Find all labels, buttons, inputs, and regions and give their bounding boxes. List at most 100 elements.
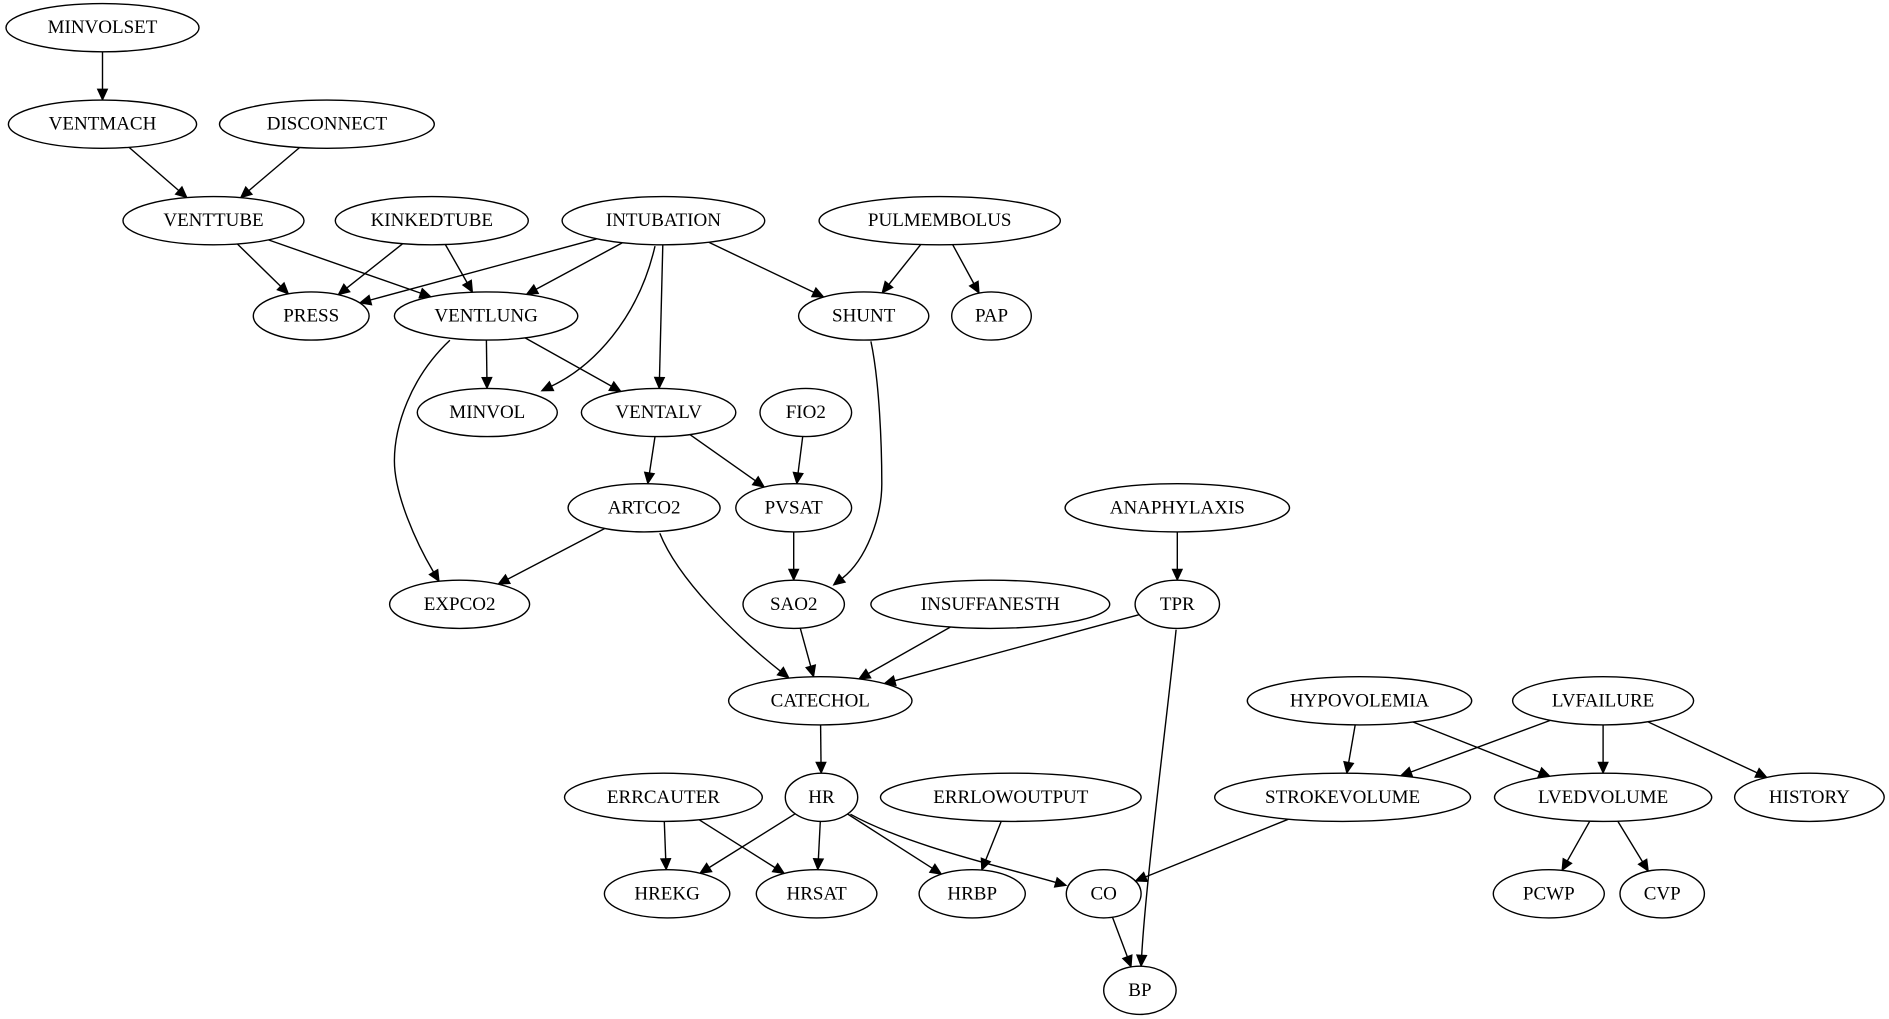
node-ellipse [334, 195, 529, 246]
arrowhead-icon [525, 283, 540, 295]
node-ventlung: VENTLUNG [393, 291, 579, 341]
node-bp: BP [1103, 965, 1177, 1016]
edge-line [659, 532, 781, 672]
node-shunt: SHUNT [797, 291, 930, 341]
node-ellipse [1492, 869, 1606, 919]
arrowhead-icon [968, 280, 980, 295]
node-label: INTUBATION [606, 210, 721, 231]
node-ellipse [1064, 482, 1291, 533]
edge-ventalv-to-pvsat [689, 434, 766, 488]
node-strokevolume: STROKEVOLUME [1213, 772, 1472, 823]
node-ellipse [951, 291, 1033, 341]
arrowhead-icon [810, 286, 825, 298]
arrowhead-icon [481, 376, 493, 390]
node-ellipse [603, 869, 731, 919]
arrowhead-icon [608, 380, 623, 393]
arrowhead-icon [805, 664, 817, 678]
arrowhead-icon [540, 380, 555, 392]
node-label: HREKG [634, 883, 700, 904]
edge-intubation-to-press [358, 238, 597, 306]
arrowhead-icon [428, 568, 440, 583]
node-label: DISCONNECT [267, 114, 388, 135]
edge-line [248, 147, 300, 192]
edge-shunt-to-sao2 [832, 341, 883, 586]
edge-ventlung-to-ventalv [524, 337, 623, 393]
edge-line [1141, 629, 1177, 956]
node-label: VENTLUNG [434, 306, 538, 327]
node-ellipse [567, 482, 721, 533]
edge-line [128, 146, 180, 192]
edge-hr-to-co [850, 813, 1068, 888]
edge-line [708, 241, 815, 293]
node-minvol: MINVOL [416, 387, 558, 438]
arrowhead-icon [1135, 954, 1148, 968]
edge-ventlung-to-minvol [481, 340, 493, 390]
edge-line [1566, 820, 1591, 862]
node-ellipse [1619, 869, 1706, 919]
node-label: ARTCO2 [608, 497, 681, 518]
node-ellipse [755, 869, 878, 919]
arrowhead-icon [792, 471, 804, 485]
arrowhead-icon [1053, 876, 1068, 888]
arrowhead-icon [1121, 954, 1133, 969]
edge-line [952, 244, 975, 284]
node-hrekg: HREKG [603, 869, 731, 919]
node-pcwp: PCWP [1492, 869, 1606, 919]
node-label: ANAPHYLAXIS [1110, 497, 1245, 518]
node-history: HISTORY [1733, 772, 1885, 823]
arrowhead-icon [1171, 568, 1184, 582]
node-ellipse [759, 387, 853, 438]
arrowhead-icon [1637, 858, 1649, 873]
arrowhead-icon [659, 857, 672, 871]
edge-line [841, 341, 883, 579]
edge-line [658, 244, 664, 378]
edge-line [1145, 818, 1289, 878]
arrowhead-icon [857, 668, 872, 680]
node-label: PAP [975, 306, 1008, 327]
edge-artco2-to-catechol [659, 532, 790, 679]
edge-line [799, 628, 812, 667]
node-label: SAO2 [770, 594, 818, 615]
arrowhead-icon [881, 280, 894, 294]
node-label: TPR [1160, 594, 1195, 615]
arrowhead-icon [832, 573, 847, 586]
arrowhead-icon [337, 283, 351, 296]
edge-intubation-to-ventalv [653, 244, 666, 390]
node-label: LVEDVOLUME [1538, 787, 1668, 808]
edge-errcauter-to-hrsat [698, 819, 786, 875]
arrowhead-icon [787, 568, 800, 582]
edge-line [444, 244, 468, 283]
edge-lvfailure-to-strokevolume [1399, 719, 1551, 778]
node-ellipse [393, 291, 579, 341]
edge-artco2-to-expco2 [497, 527, 606, 585]
edge-intubation-to-minvol [540, 245, 656, 392]
node-ellipse [1733, 772, 1885, 823]
edge-line [817, 821, 821, 859]
node-label: KINKEDTUBE [371, 210, 493, 231]
edge-fio2-to-pvsat [792, 436, 804, 485]
arrowhead-icon [653, 376, 666, 390]
node-label: CATECHOL [771, 690, 870, 711]
edge-line [797, 436, 804, 473]
arrowhead-icon [980, 857, 992, 872]
edge-hr-to-hrekg [698, 813, 796, 874]
arrowhead-icon [174, 185, 188, 199]
edge-line [1348, 724, 1356, 763]
node-anaphylaxis: ANAPHYLAXIS [1064, 482, 1291, 533]
arrowhead-icon [1343, 760, 1355, 775]
node-label: HRBP [947, 883, 997, 904]
edge-hr-to-hrbp [847, 813, 943, 875]
arrowhead-icon [776, 666, 790, 679]
node-label: LVFAILURE [1552, 690, 1654, 711]
node-ellipse [1246, 676, 1473, 726]
node-label: EXPCO2 [424, 594, 496, 615]
node-label: HR [808, 787, 835, 808]
node-label: HYPOVOLEMIA [1290, 690, 1430, 711]
node-artco2: ARTCO2 [567, 482, 721, 533]
node-ellipse [388, 579, 531, 630]
edge-venttube-to-press [236, 243, 290, 295]
edge-line [689, 434, 756, 482]
node-ellipse [122, 195, 305, 246]
node-sao2: SAO2 [742, 579, 846, 630]
